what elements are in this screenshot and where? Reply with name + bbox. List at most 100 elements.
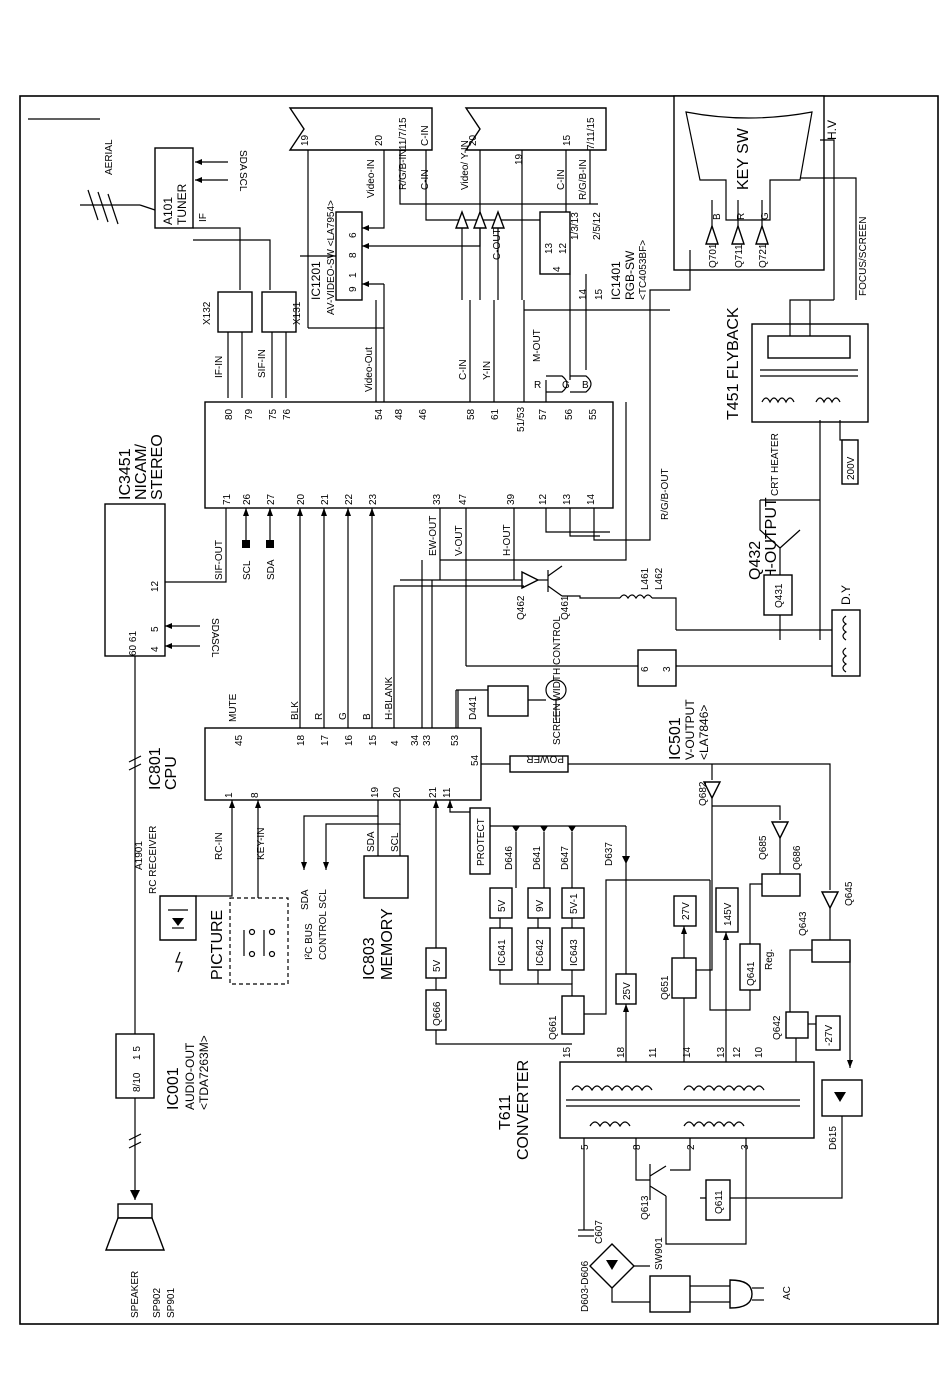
q686-switch xyxy=(761,873,801,897)
v145-label: 145V xyxy=(723,902,734,926)
svg-text:11/7/15: 11/7/15 xyxy=(398,117,409,150)
ic1201-name: AV-VIDEO-SW <LA7954> xyxy=(326,200,337,315)
y-in-label: Y-IN xyxy=(482,361,493,380)
svg-text:57: 57 xyxy=(538,408,549,420)
svg-text:19: 19 xyxy=(514,153,525,165)
svg-text:54: 54 xyxy=(374,408,385,420)
svg-text:8: 8 xyxy=(348,252,359,258)
svg-text:54: 54 xyxy=(470,754,481,766)
svg-text:48: 48 xyxy=(394,408,405,420)
svg-text:12: 12 xyxy=(558,242,569,254)
q651-label: Q651 xyxy=(660,975,671,1000)
svg-text:4: 4 xyxy=(552,266,563,272)
audio-sda-label: SDA xyxy=(209,618,220,639)
d641-label: D641 xyxy=(532,846,543,870)
i2c-bus-label: I²C BUS xyxy=(304,923,315,960)
scart-b-pins: 20 19 15 7/11/15 xyxy=(468,117,597,165)
deflection-yoke xyxy=(831,609,861,677)
svg-text:6: 6 xyxy=(348,232,359,238)
ic1201-ref: IC1201 xyxy=(309,261,323,300)
zener-diodes xyxy=(512,826,630,974)
ic642-box xyxy=(527,927,551,971)
scart-a-connector xyxy=(288,107,433,151)
svg-text:53: 53 xyxy=(450,734,461,746)
svg-text:71: 71 xyxy=(222,493,233,505)
ic001-block xyxy=(115,1033,155,1099)
q661-label: Q661 xyxy=(548,1015,559,1040)
picture-label: KEY SW xyxy=(735,127,752,190)
i2c-control-label: CONTROL SCL xyxy=(318,889,329,960)
q701-label: Q701 xyxy=(708,243,719,268)
if-in-label: IF-IN xyxy=(214,356,225,378)
ic501-block xyxy=(637,649,677,687)
screen-width-label: SCREEN WIDTH CONTROL xyxy=(552,616,563,745)
tuner-bus-arrows xyxy=(195,159,228,183)
svg-text:46: 46 xyxy=(418,408,429,420)
q462-label: Q462 xyxy=(516,595,527,620)
ic3451-bottom-pins: 71 26 27 20 21 22 23 33 47 39 12 13 14 xyxy=(222,493,597,505)
blk-label: BLK xyxy=(290,701,301,720)
svg-text:15: 15 xyxy=(594,288,605,300)
ic3451-block xyxy=(204,401,614,509)
q666-label: Q666 xyxy=(432,1001,443,1026)
svg-text:61: 61 xyxy=(490,408,501,420)
ic001-name: AUDIO-OUT xyxy=(183,1042,197,1110)
svg-text:14: 14 xyxy=(578,288,589,300)
rgb-out-label: R/G/B-OUT xyxy=(660,468,671,520)
t611-name: CONVERTER xyxy=(515,1060,532,1160)
svg-text:13: 13 xyxy=(544,242,555,254)
ic3451-sda-label: SDA xyxy=(266,559,277,580)
crt-outline xyxy=(685,111,813,221)
d637-label: D637 xyxy=(604,842,615,866)
sw901-switch xyxy=(649,1275,691,1313)
svg-text:79: 79 xyxy=(244,408,255,420)
svg-text:56: 56 xyxy=(564,408,575,420)
q461-label: Q461 xyxy=(560,595,571,620)
ic1401-pins: 13 12 4 14 15 1/3/13 2/5/12 xyxy=(544,212,605,300)
svg-text:55: 55 xyxy=(588,408,599,420)
svg-text:13: 13 xyxy=(716,1046,727,1058)
svg-text:34: 34 xyxy=(410,734,421,746)
tuner-block xyxy=(154,147,194,229)
q431-label: Q431 xyxy=(774,583,785,608)
ic1401-ref: IC1401 xyxy=(609,261,623,300)
tuner-scl-label: SCL xyxy=(237,172,248,192)
d603-label: D603-D606 xyxy=(580,1260,591,1312)
svg-text:17: 17 xyxy=(320,734,331,746)
aerial-label: AERIAL xyxy=(104,139,115,175)
ew-out-label: EW-OUT xyxy=(428,516,439,556)
power-label: POWER xyxy=(526,753,564,764)
ic1201-block xyxy=(335,211,363,301)
tuner-if-label: IF xyxy=(198,213,209,222)
svg-text:15: 15 xyxy=(368,734,379,746)
d646-label: D646 xyxy=(504,846,515,870)
v9-label: 9V xyxy=(535,899,546,912)
x131-label: X131 xyxy=(292,301,303,325)
q431-box xyxy=(763,574,793,616)
svg-text:2: 2 xyxy=(686,1144,697,1150)
ic3451-scl-label: SCL xyxy=(242,560,253,580)
svg-text:26: 26 xyxy=(242,493,253,505)
svg-text:19: 19 xyxy=(300,134,311,146)
ic643-box xyxy=(561,927,585,971)
sw901-label: SW901 xyxy=(654,1237,665,1270)
cpu-b-label: B xyxy=(362,713,373,720)
q611-label: Q611 xyxy=(714,1190,725,1214)
protect-label: PROTECT xyxy=(476,818,487,866)
tube-b: B xyxy=(712,213,723,220)
ic642-label: IC642 xyxy=(535,939,546,966)
svg-text:22: 22 xyxy=(344,493,355,505)
ic1401-part: <TC4053BF> xyxy=(638,240,649,300)
t611-top-pins: 15 18 11 14 13 12 10 xyxy=(562,1046,765,1058)
reg-label: Reg. xyxy=(764,949,775,970)
audio-scl-label: SCL xyxy=(209,638,220,658)
x132-label: X132 xyxy=(202,301,213,325)
m-out-label: M-OUT xyxy=(532,329,543,362)
ic801-top-pins: 45 18 17 16 15 4 34 33 53 xyxy=(234,734,461,746)
rgb-b-label: B xyxy=(582,380,589,391)
svg-text:14: 14 xyxy=(682,1046,693,1058)
q685-label: Q685 xyxy=(758,835,769,860)
sp902-label: SP902 xyxy=(152,1288,163,1318)
svg-text:51/53: 51/53 xyxy=(516,407,527,432)
